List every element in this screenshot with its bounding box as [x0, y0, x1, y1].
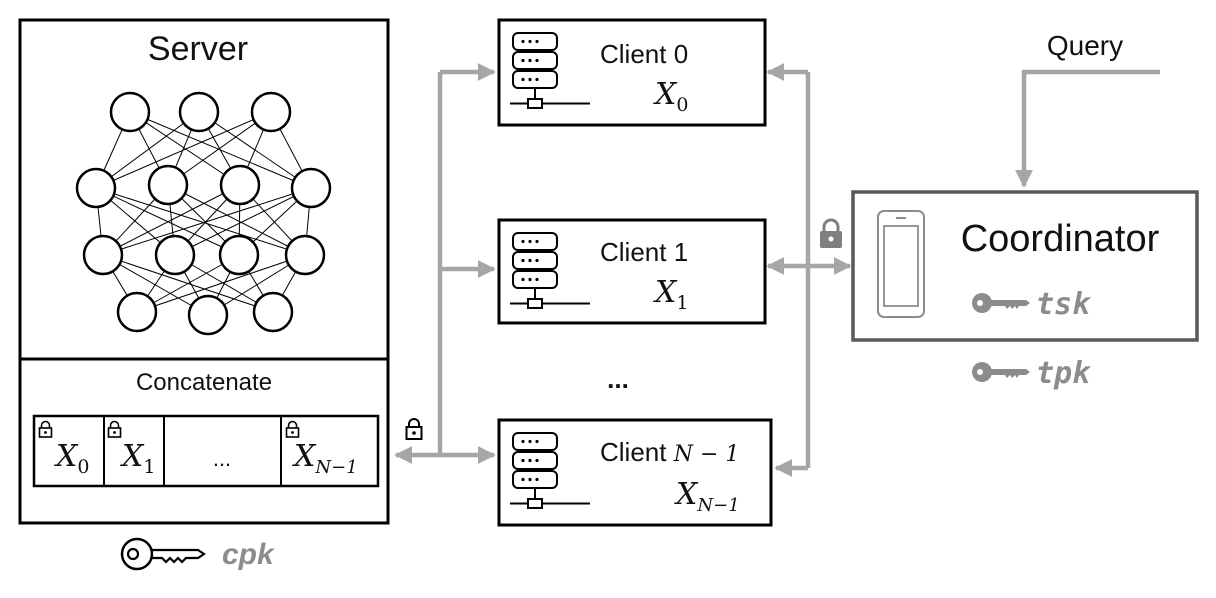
coordinator-box: Coordinator tsk: [851, 190, 1199, 342]
ciphertext-slots: X0 X1 ... XN−1: [32, 414, 380, 488]
svg-text:XN−1: XN−1: [674, 477, 740, 516]
client-1-label: Client 1: [600, 237, 688, 267]
server-rack-icon: [510, 432, 590, 509]
client-0: Client 0 X0: [497, 18, 767, 127]
connection-arrows: [394, 63, 1160, 477]
cpk-label: cpk: [222, 538, 275, 571]
query-label: Query: [1047, 30, 1123, 61]
server-key: cpk: [120, 537, 275, 571]
key-icon: [972, 293, 1030, 313]
server-rack-icon: [510, 232, 590, 309]
clients-ellipsis: ...: [607, 364, 629, 394]
lock-icon: [107, 420, 122, 438]
slot-ellipsis: ...: [213, 446, 231, 471]
lock-icon: [820, 218, 842, 248]
svg-text:X0: X0: [54, 439, 89, 478]
slot-x1: X1: [107, 420, 155, 478]
coordinator-public-key: tpk: [972, 356, 1092, 391]
svg-text:X0: X0: [653, 77, 688, 116]
client-1: Client 1 X1: [497, 218, 767, 325]
client-n-1: Client N − 1 XN−1: [497, 418, 773, 527]
key-icon: [120, 537, 206, 571]
phone-icon: [877, 210, 925, 318]
slot-xn-1: XN−1: [285, 420, 358, 478]
svg-text:X1: X1: [653, 275, 688, 314]
query-arrow: [1015, 69, 1160, 188]
coordinator-title: Coordinator: [961, 218, 1160, 260]
key-icon: [972, 362, 1030, 382]
svg-text:XN−1: XN−1: [292, 439, 358, 478]
lock-icon: [405, 418, 423, 440]
client-n-1-label: Client N − 1: [600, 437, 739, 467]
client-0-label: Client 0: [600, 39, 688, 69]
slot-x0: X0: [38, 420, 89, 478]
concatenate-label: Concatenate: [136, 369, 272, 396]
lock-icon: [285, 420, 300, 438]
svg-text:X1: X1: [120, 439, 155, 478]
neural-network: [75, 91, 332, 336]
server-rack-icon: [510, 32, 590, 109]
tpk-label: tpk: [1036, 356, 1092, 391]
lock-icon: [38, 420, 53, 438]
tsk-label: tsk: [1036, 287, 1092, 322]
server-title: Server: [148, 30, 248, 68]
